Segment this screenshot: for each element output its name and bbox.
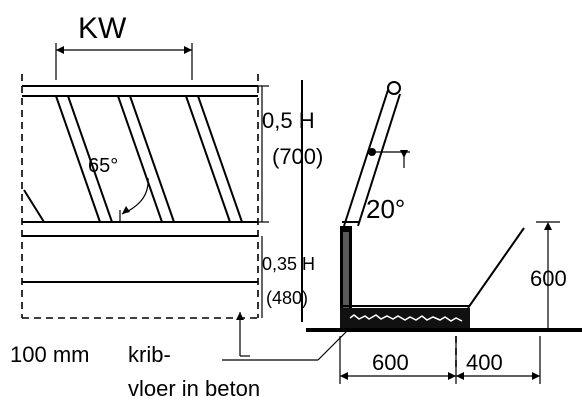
kw-dimension (55, 43, 193, 80)
h035-label: 0,35 H (262, 254, 315, 274)
diagonal-bars (23, 95, 243, 223)
trough-slope (467, 227, 525, 309)
rail-frame-outline (21, 74, 259, 319)
concrete-wall (340, 226, 352, 330)
krib-leader (222, 329, 349, 361)
top-rail (22, 85, 258, 97)
half-h-dimension (255, 85, 269, 223)
dim-400-label: 400 (466, 350, 503, 375)
krib-label-line1: krib- (128, 342, 171, 367)
half-h-mm-label: (700) (272, 144, 323, 169)
h035-mm-label: (480) (266, 288, 308, 308)
angle-65-label: 65° (88, 155, 118, 177)
middle-rail (22, 221, 258, 237)
angle-65-marker (119, 177, 149, 222)
kw-label: KW (78, 12, 127, 45)
dim-600-vertical (536, 221, 560, 330)
angle-20-label: 20° (366, 194, 405, 224)
angle-20-marker (368, 148, 410, 168)
dim-horizontal (339, 336, 541, 384)
dim-600-vertical-label: 600 (530, 266, 567, 291)
inclined-arm (342, 81, 401, 227)
depth-100mm-indicator (236, 312, 250, 357)
half-h-label: 0,5 H (262, 108, 315, 133)
krib-label-line2: vloer in beton (128, 376, 260, 401)
depth-100mm-label: 100 mm (10, 342, 89, 367)
dim-600-horizontal-label: 600 (372, 350, 409, 375)
krib-floor (340, 305, 470, 328)
